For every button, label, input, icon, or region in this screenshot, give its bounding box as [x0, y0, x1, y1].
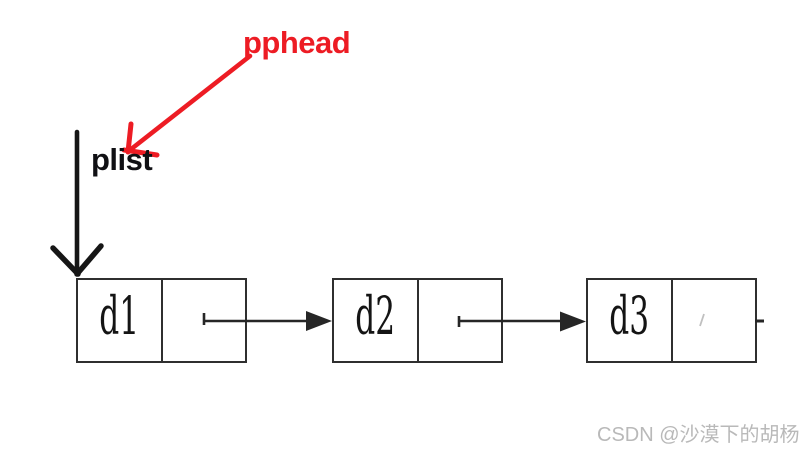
- node-d2-data-cell: d2: [334, 280, 419, 361]
- node-d3-value: d3: [609, 286, 650, 347]
- pphead-arrow: [121, 53, 253, 158]
- plist-arrowhead-barb-left: [50, 245, 81, 277]
- node-d1-data-cell: d1: [78, 280, 163, 361]
- link-arrow-d2-d3-head: [560, 311, 586, 332]
- node-d2-value: d2: [355, 286, 396, 347]
- node-d1-pointer-cell: [163, 280, 245, 361]
- list-node-d3: d3: [586, 278, 757, 363]
- list-node-d1: d1: [76, 278, 247, 363]
- link-arrow-d1-d2-head: [306, 311, 332, 331]
- list-node-d2: d2: [332, 278, 503, 363]
- node-d3-pointer-cell: [673, 280, 755, 361]
- watermark: CSDN @沙漠下的胡杨: [597, 424, 800, 446]
- pphead-arrow-shaft: [127, 53, 253, 153]
- pphead-label: pphead: [243, 25, 351, 60]
- plist-label: plist: [91, 142, 153, 177]
- node-d2-pointer-cell: [419, 280, 501, 361]
- node-d3-data-cell: d3: [588, 280, 673, 361]
- plist-arrowhead-barb-right: [74, 243, 104, 277]
- node-d1-value: d1: [99, 286, 140, 347]
